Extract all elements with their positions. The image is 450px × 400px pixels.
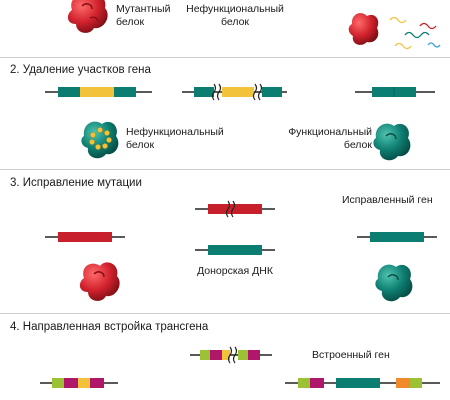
nonfunctional-protein-label: Нефункциональный белок (186, 3, 284, 28)
nonfunctional-protein-label-2: Нефункциональный белок (126, 126, 224, 151)
mutant-protein-icon (67, 0, 108, 33)
dna-fragments (389, 16, 441, 50)
nonfunctional-protein-icon (81, 121, 119, 159)
mutant-gene-cut (195, 200, 275, 218)
section-divider (0, 313, 450, 314)
section-heading-deletion: 2. Удаление участков гена (10, 64, 151, 76)
inserted-transgene-locus (285, 378, 440, 388)
gene-cut-sites (182, 83, 287, 101)
donor-dna-label: Донорская ДНК (197, 265, 273, 277)
inserted-gene-label: Встроенный ген (312, 349, 390, 361)
corrected-gene-label: Исправленный ген (342, 194, 433, 206)
corrected-gene (357, 232, 437, 242)
section-heading-correction: 3. Исправление мутации (10, 177, 142, 189)
donor-dna (195, 245, 275, 255)
target-locus-cut (190, 346, 272, 364)
gene-after-deletion (355, 87, 435, 97)
corrected-protein-icon (375, 264, 413, 302)
section-divider (0, 57, 450, 58)
functional-protein-icon (373, 123, 411, 161)
target-locus (40, 378, 118, 388)
section-heading-insertion: 4. Направленная встройка трансгена (10, 321, 209, 333)
mutant-gene (45, 232, 125, 242)
mutant-protein-icon-2 (79, 262, 120, 301)
free-protein-icon (348, 13, 379, 45)
functional-protein-label: Функциональный белок (288, 126, 372, 151)
gene-with-deletion-region (45, 87, 152, 97)
section-divider (0, 169, 450, 170)
mutant-protein-label: Мутантный белок (116, 3, 171, 28)
